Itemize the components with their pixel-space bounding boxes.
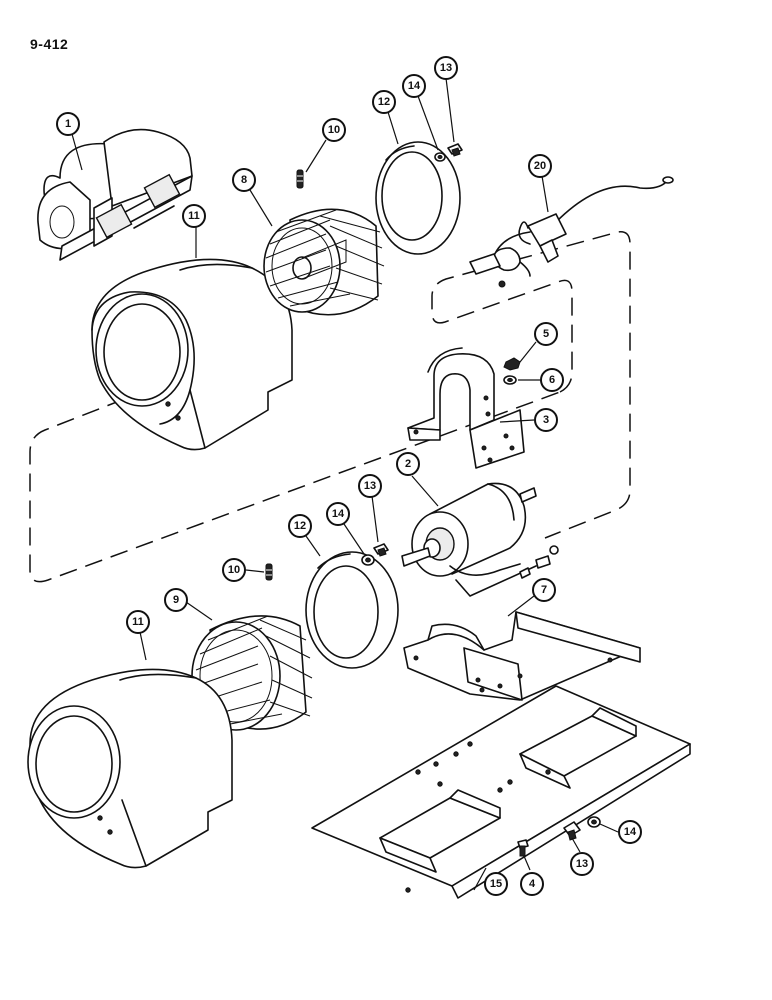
- callout-13c: 13: [570, 852, 594, 876]
- svg-text:9: 9: [173, 594, 179, 606]
- blower-assembly-part: [37, 128, 193, 261]
- callout-10: 10: [322, 118, 346, 142]
- svg-text:13: 13: [576, 858, 588, 870]
- svg-text:15: 15: [490, 878, 502, 890]
- svg-text:10: 10: [228, 564, 240, 576]
- callout-11b: 11: [126, 610, 150, 634]
- assembly-dashed-lines: [29, 231, 631, 583]
- callout-12b: 12: [288, 514, 312, 538]
- svg-text:11: 11: [132, 616, 144, 628]
- callout-5: 5: [534, 322, 558, 346]
- inlet-ring-lower: [305, 551, 399, 669]
- motor-mount-upper: [407, 347, 525, 469]
- callout-14c: 14: [618, 820, 642, 844]
- blower-wheel-upper-vanes: [265, 209, 385, 307]
- screw-base: [563, 821, 581, 841]
- callout-10b: 10: [222, 558, 246, 582]
- screw-upper: [447, 143, 463, 157]
- callout-2: 2: [396, 452, 420, 476]
- svg-text:2: 2: [405, 458, 411, 470]
- nut-part: [503, 357, 521, 371]
- page-id: 9-412: [30, 36, 69, 52]
- callout-1: 1: [56, 112, 80, 136]
- svg-text:3: 3: [543, 414, 549, 426]
- callout-14: 14: [402, 74, 426, 98]
- blower-motor-part: [401, 482, 559, 597]
- blower-housing-lower: [27, 668, 233, 869]
- svg-text:13: 13: [364, 480, 376, 492]
- callout-13b: 13: [358, 474, 382, 498]
- callout-6: 6: [540, 368, 564, 392]
- base-plate-part: [311, 685, 691, 899]
- svg-text:5: 5: [543, 328, 549, 340]
- motor-mount-lower: [403, 611, 641, 701]
- inlet-ring-upper: [375, 141, 461, 255]
- callout-12: 12: [372, 90, 396, 114]
- callout-14b: 14: [326, 502, 350, 526]
- wiring-harness-part: [469, 176, 674, 288]
- svg-text:6: 6: [549, 374, 555, 386]
- blower-wheel-upper: [263, 208, 385, 316]
- callout-20: 20: [528, 154, 552, 178]
- svg-text:10: 10: [328, 124, 340, 136]
- svg-text:14: 14: [408, 80, 421, 92]
- svg-text:7: 7: [541, 584, 547, 596]
- screw-lower: [373, 543, 389, 557]
- blower-housing-upper: [91, 258, 293, 451]
- washer-base: [587, 816, 601, 828]
- svg-text:13: 13: [440, 62, 452, 74]
- svg-text:12: 12: [378, 96, 390, 108]
- callout-13: 13: [434, 56, 458, 80]
- callout-7: 7: [532, 578, 556, 602]
- svg-text:12: 12: [294, 520, 306, 532]
- svg-text:11: 11: [188, 210, 200, 222]
- callout-8: 8: [232, 168, 256, 192]
- callout-15: 15: [484, 872, 508, 896]
- callout-9: 9: [164, 588, 188, 612]
- svg-text:8: 8: [241, 174, 247, 186]
- lock-washer-part: [503, 375, 517, 385]
- blower-wheel-lower: [191, 615, 313, 731]
- callout-4: 4: [520, 872, 544, 896]
- svg-text:1: 1: [65, 118, 71, 130]
- svg-text:14: 14: [332, 508, 345, 520]
- set-screw-lower: [265, 563, 273, 581]
- svg-text:20: 20: [534, 160, 546, 172]
- callout-3: 3: [534, 408, 558, 432]
- leader-lines: [71, 77, 619, 891]
- svg-text:14: 14: [624, 826, 637, 838]
- washer-lower: [361, 554, 375, 566]
- washer-upper: [434, 152, 446, 162]
- svg-text:4: 4: [529, 878, 536, 890]
- bolt-part: [517, 839, 529, 857]
- callout-11: 11: [182, 204, 206, 228]
- set-screw-upper: [296, 169, 304, 189]
